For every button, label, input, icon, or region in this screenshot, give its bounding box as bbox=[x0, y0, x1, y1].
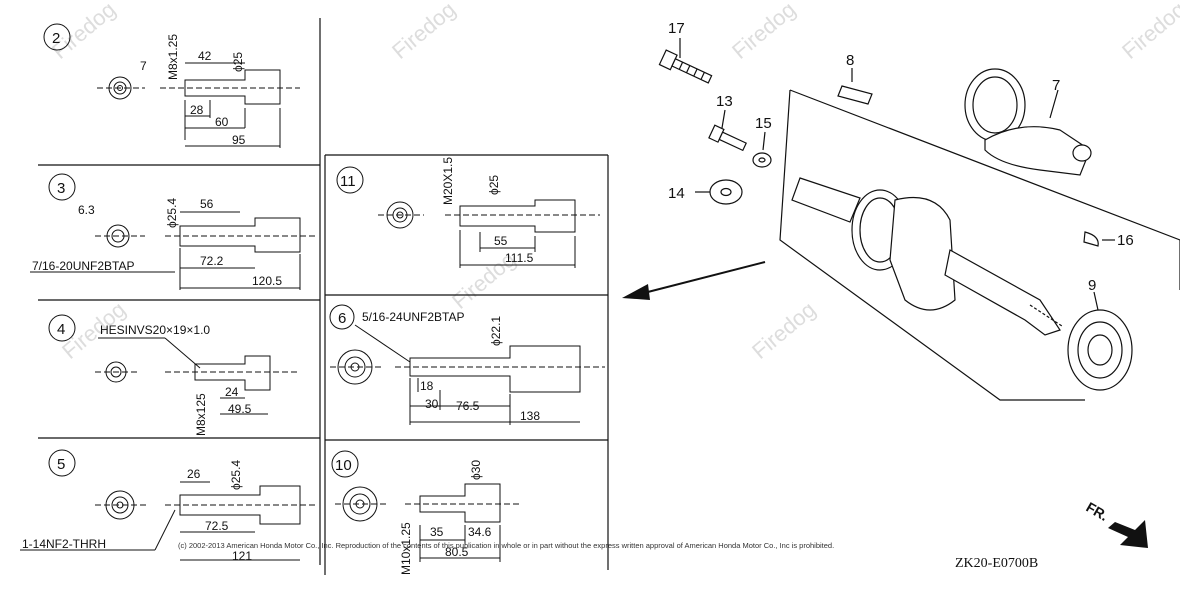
exploded-view bbox=[658, 38, 1180, 401]
dim-label: 18 bbox=[420, 379, 434, 393]
panel-2 bbox=[43, 23, 300, 148]
dim-label: ϕ25 bbox=[487, 175, 501, 195]
panel-3-number: 3 bbox=[57, 180, 65, 197]
panel-2-number: 2 bbox=[52, 30, 60, 47]
panel-6 bbox=[329, 304, 605, 425]
dim-label: 121 bbox=[232, 549, 252, 563]
dim-label: 42 bbox=[198, 49, 212, 63]
dim-label: 24 bbox=[225, 385, 239, 399]
dim-label: 80.5 bbox=[445, 545, 469, 559]
dim-label: 30 bbox=[425, 397, 439, 411]
bolt-17 bbox=[658, 49, 713, 84]
callout-16: 16 bbox=[1117, 232, 1134, 249]
callout-14: 14 bbox=[668, 185, 685, 202]
panel-11-number: 11 bbox=[340, 173, 356, 190]
panel-frames bbox=[38, 18, 609, 575]
dim-label: 95 bbox=[232, 133, 246, 147]
dim-label: ϕ25 bbox=[231, 52, 245, 72]
callout-17: 17 bbox=[668, 20, 685, 37]
panel-10 bbox=[331, 450, 520, 562]
panel-6-number: 6 bbox=[338, 310, 346, 327]
watermark: Firedog bbox=[387, 0, 460, 64]
dim-label: M8x125 bbox=[194, 393, 208, 436]
front-direction-arrow bbox=[1108, 520, 1148, 548]
dim-label: M20X1.5 bbox=[441, 157, 455, 205]
callout-15: 15 bbox=[755, 115, 772, 132]
panel-5 bbox=[20, 449, 318, 561]
bolt-13 bbox=[708, 124, 747, 152]
panel-5-number: 5 bbox=[57, 456, 65, 473]
callout-7: 7 bbox=[1052, 77, 1060, 94]
callout-8: 8 bbox=[846, 52, 854, 69]
panel-11 bbox=[336, 166, 600, 268]
panel-4-number: 4 bbox=[57, 321, 65, 338]
dim-label: 76.5 bbox=[456, 399, 480, 413]
callout-13: 13 bbox=[716, 93, 733, 110]
dim-label: ϕ25.4 bbox=[229, 460, 243, 490]
thread-note: 1-14NF2-THRH bbox=[22, 537, 106, 551]
dim-label: M8x1.25 bbox=[166, 34, 180, 80]
dim-label: 35 bbox=[430, 525, 444, 539]
panel-10-number: 10 bbox=[335, 457, 352, 474]
dim-label: 6.3 bbox=[78, 203, 95, 217]
diagram-code: ZK20-E0700B bbox=[955, 556, 1039, 571]
watermark: Firedog bbox=[747, 297, 820, 364]
thread-note: 7/16-20UNF2BTAP bbox=[32, 259, 135, 273]
watermark: Firedog bbox=[727, 0, 800, 64]
dim-label: 72.5 bbox=[205, 519, 229, 533]
pointer-arrow bbox=[622, 261, 766, 300]
spline-note: HESINVS20×19×1.0 bbox=[100, 323, 210, 337]
dim-label: 56 bbox=[200, 197, 214, 211]
dim-label: ϕ25.4 bbox=[165, 198, 179, 228]
dim-label: 111.5 bbox=[505, 251, 534, 265]
copyright-notice: (c) 2002-2013 American Honda Motor Co., … bbox=[178, 541, 835, 550]
dim-label: 55 bbox=[494, 234, 508, 248]
dim-label: 120.5 bbox=[252, 274, 282, 288]
dim-label: M10x1.25 bbox=[399, 522, 413, 575]
dim-label: 26 bbox=[187, 467, 201, 481]
ref-label: 7 bbox=[140, 59, 147, 73]
callout-9: 9 bbox=[1088, 277, 1096, 294]
front-direction-label: FR. bbox=[1084, 499, 1112, 524]
dim-label: 49.5 bbox=[228, 402, 252, 416]
watermark: Firedog bbox=[1117, 0, 1180, 64]
panel-3 bbox=[30, 173, 318, 290]
dim-label: 34.6 bbox=[468, 525, 492, 539]
dim-label: 138 bbox=[520, 409, 540, 423]
dim-label: 28 bbox=[190, 103, 204, 117]
thread-note: 5/16-24UNF2BTAP bbox=[362, 310, 465, 324]
panel-4 bbox=[48, 314, 300, 415]
dim-label: 72.2 bbox=[200, 254, 224, 268]
dim-label: ϕ22.1 bbox=[489, 316, 503, 346]
dim-label: 60 bbox=[215, 115, 229, 129]
dim-label: ϕ30 bbox=[469, 460, 483, 480]
